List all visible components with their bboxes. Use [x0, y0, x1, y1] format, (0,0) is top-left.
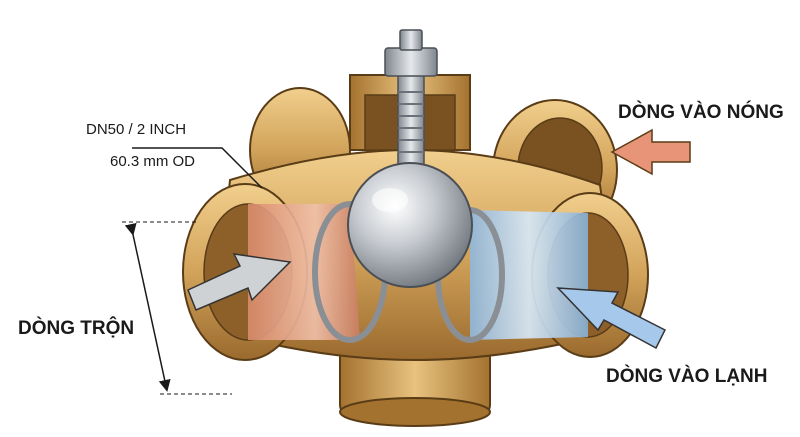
hot-inlet-arrow — [610, 128, 691, 176]
mixed-flow-arrow — [187, 253, 292, 311]
size-label-line2: 60.3 mm OD — [110, 153, 195, 170]
stem-nut — [384, 47, 438, 77]
size-leader — [132, 147, 263, 189]
cold-chamber — [470, 210, 588, 340]
mixed-flow-label: DÒNG TRỘN — [18, 317, 134, 339]
size-label-line1: DN50 / 2 INCH — [86, 121, 186, 138]
mixed-chamber — [248, 204, 360, 340]
dimension-line — [122, 221, 232, 395]
hot-inlet-label: DÒNG VÀO NÓNG — [618, 101, 784, 123]
left-port — [182, 183, 388, 361]
cold-inlet-label: DÒNG VÀO LẠNH — [606, 365, 768, 387]
cold-inlet-arrow — [556, 287, 667, 350]
bonnet — [349, 74, 471, 151]
ball — [347, 162, 473, 288]
